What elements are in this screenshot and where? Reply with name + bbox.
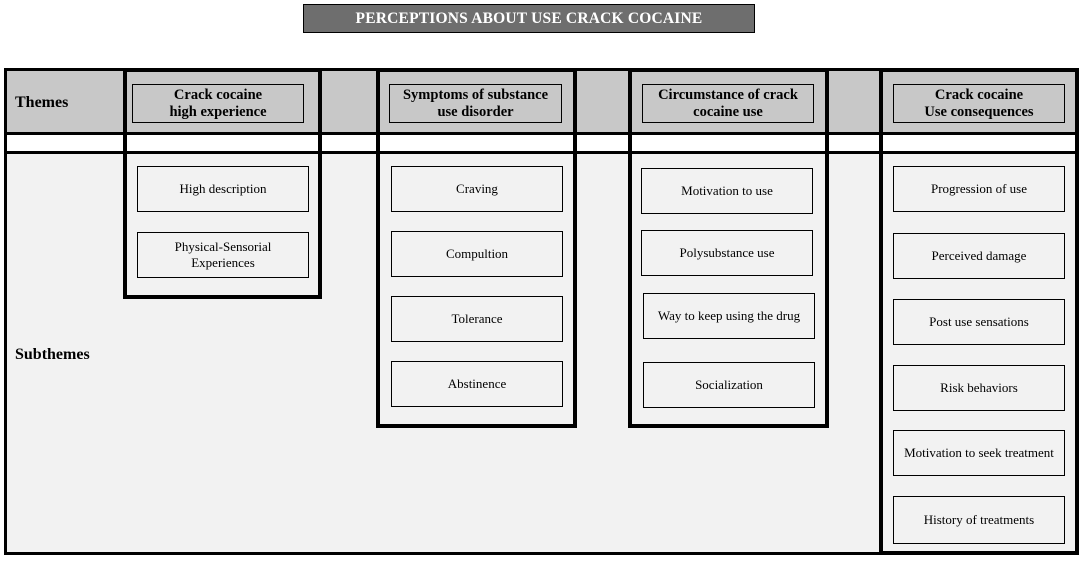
subtheme-label: Socialization (695, 377, 763, 392)
theme-2-line-2: use disorder (437, 103, 514, 120)
subtheme-label: Way to keep using the drug (657, 308, 801, 323)
theme-2-line-1: Symptoms of substance (402, 86, 548, 103)
theme-4-line-2: Use consequences (924, 103, 1034, 120)
subtheme-label: Motivation to seek treatment (904, 445, 1054, 460)
subtheme-box: Risk behaviors (893, 365, 1065, 411)
subtheme-box: Polysubstance use (641, 230, 813, 276)
subtheme-box: Physical-Sensorial Experiences (137, 232, 309, 278)
subtheme-label: Motivation to use (681, 183, 773, 198)
subtheme-label: Perceived damage (931, 248, 1027, 263)
theme-1-line-1: Crack cocaine (173, 86, 263, 103)
theme-column-outline-4 (879, 68, 1079, 555)
subtheme-label: Compultion (445, 246, 509, 261)
theme-1-line-2: high experience (169, 103, 267, 120)
subtheme-label: Risk behaviors (940, 380, 1018, 395)
themes-row-label: Themes (15, 94, 69, 111)
subthemes-band (4, 151, 1079, 555)
subtheme-box: High description (137, 166, 309, 212)
subtheme-box: Motivation to use (641, 168, 813, 214)
theme-box-4: Crack cocaine Use consequences (893, 84, 1065, 123)
subtheme-box: Tolerance (391, 296, 563, 342)
subtheme-box: Compultion (391, 231, 563, 277)
theme-box-1: Crack cocaine high experience (132, 84, 304, 123)
subtheme-box: Socialization (643, 362, 815, 408)
subthemes-row-label: Subthemes (15, 346, 90, 363)
subtheme-label: Physical-Sensorial Experiences (174, 239, 272, 270)
theme-3-line-1: Circumstance of crack (658, 86, 798, 103)
theme-column-outline-3 (628, 68, 829, 428)
subtheme-label: High description (179, 181, 267, 196)
subtheme-box: Perceived damage (893, 233, 1065, 279)
subtheme-label: History of treatments (923, 512, 1035, 527)
subtheme-box: Way to keep using the drug (643, 293, 815, 339)
subtheme-label: Abstinence (447, 376, 507, 391)
theme-box-3: Circumstance of crack cocaine use (642, 84, 814, 123)
subtheme-box: Progression of use (893, 166, 1065, 212)
subtheme-box: Craving (391, 166, 563, 212)
subtheme-label: Post use sensations (929, 314, 1029, 329)
theme-box-2: Symptoms of substance use disorder (389, 84, 562, 123)
subtheme-box: Post use sensations (893, 299, 1065, 345)
subtheme-label: Craving (456, 181, 498, 196)
subtheme-box: Abstinence (391, 361, 563, 407)
theme-column-outline-1 (123, 68, 322, 299)
theme-4-line-1: Crack cocaine (934, 86, 1024, 103)
subtheme-box: History of treatments (893, 496, 1065, 544)
theme-column-outline-2 (376, 68, 577, 428)
subtheme-label: Progression of use (930, 181, 1028, 196)
diagram-title: PERCEPTIONS ABOUT USE CRACK COCAINE (303, 4, 755, 33)
subtheme-box: Motivation to seek treatment (893, 430, 1065, 476)
subtheme-label: Polysubstance use (679, 245, 775, 260)
subtheme-label: Tolerance (451, 311, 503, 326)
theme-3-line-2: cocaine use (693, 103, 763, 120)
